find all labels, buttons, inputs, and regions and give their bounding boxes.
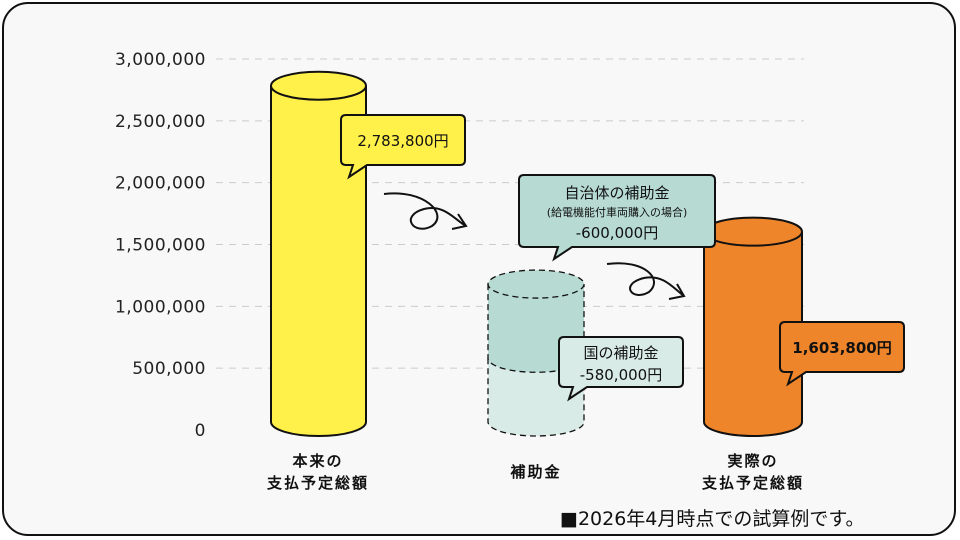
callout-municipal-subsidy-text: -600,000円 bbox=[576, 224, 658, 242]
y-tick-label: 3,000,000 bbox=[115, 50, 206, 70]
bar-actual-total bbox=[703, 216, 803, 437]
callout-national-subsidy-bubble bbox=[558, 336, 684, 402]
callout-original-total-text: 2,783,800円 bbox=[357, 132, 448, 150]
callout-actual-total: 1,603,800円 bbox=[779, 321, 905, 387]
callout-municipal-subsidy-text: 自治体の補助金 bbox=[564, 184, 669, 202]
subsidy-chart: 0 500,000 1,000,000 1,500,000 2,000,000 2,500… bbox=[115, 50, 905, 492]
callout-municipal-subsidy: 自治体の補助金 (給電機能付車両購入の場合) -600,000円 bbox=[518, 174, 716, 262]
bar-actual-total-body bbox=[703, 231, 803, 437]
bar-original-total-top bbox=[270, 70, 367, 101]
category-label: 本来の bbox=[292, 452, 343, 470]
footnote: ■2026年4月時点での試算例です。 bbox=[560, 508, 865, 530]
callout-actual-total-bubble bbox=[779, 321, 905, 387]
category-label: 補助金 bbox=[509, 463, 561, 481]
callout-national-subsidy: 国の補助金 -580,000円 bbox=[558, 336, 684, 402]
y-tick-label: 2,000,000 bbox=[115, 174, 206, 194]
callout-municipal-subsidy-bubble bbox=[518, 174, 716, 262]
bar-municipal-subsidy-top bbox=[487, 269, 585, 299]
callout-actual-total-text: 1,603,800円 bbox=[792, 339, 891, 357]
y-tick-label: 1,000,000 bbox=[115, 297, 206, 317]
bar-original-total-body bbox=[270, 85, 367, 437]
callout-national-subsidy-text: -580,000円 bbox=[580, 366, 662, 384]
y-tick-label: 0 bbox=[195, 421, 206, 441]
callout-original-total-bubble bbox=[340, 114, 466, 180]
callout-national-subsidy-text: 国の補助金 bbox=[583, 344, 658, 362]
callout-municipal-subsidy-text: (給電機能付車両購入の場合) bbox=[547, 205, 688, 219]
bar-original-total bbox=[270, 70, 367, 437]
category-label: 支払予定総額 bbox=[266, 474, 369, 492]
category-label: 実際の bbox=[727, 452, 778, 470]
y-tick-label: 1,500,000 bbox=[115, 236, 206, 256]
y-tick-label: 2,500,000 bbox=[115, 112, 206, 132]
category-label: 支払予定総額 bbox=[701, 474, 804, 492]
bar-actual-total-top bbox=[703, 216, 803, 247]
arrow-icon bbox=[606, 262, 686, 300]
callout-original-total: 2,783,800円 bbox=[340, 114, 466, 180]
arrow-icon bbox=[383, 192, 468, 230]
y-tick-label: 500,000 bbox=[132, 359, 206, 379]
